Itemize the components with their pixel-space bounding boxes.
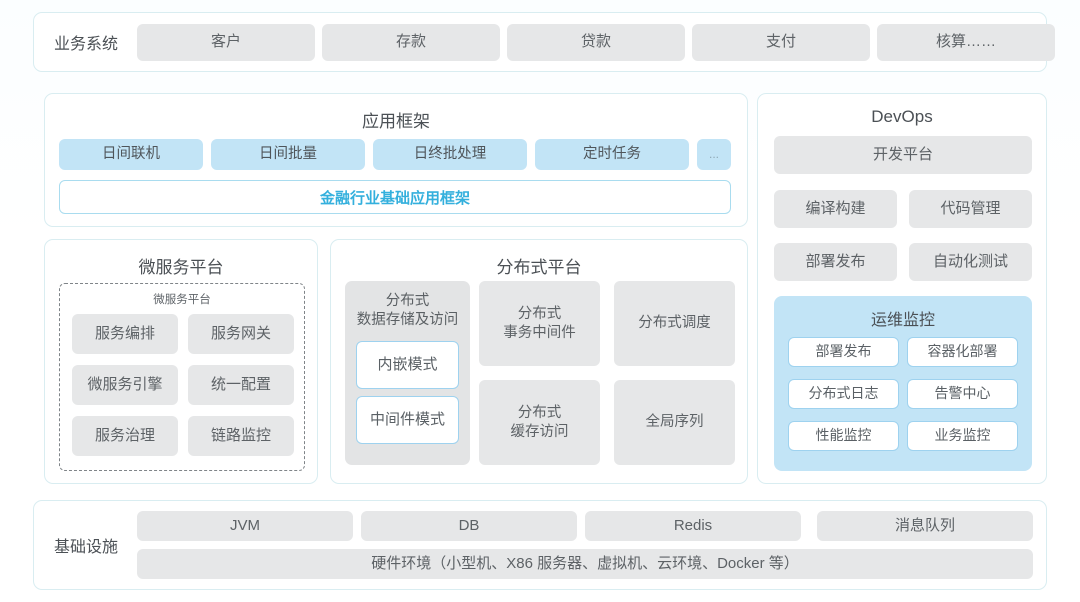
- infrastructure-item-redis[interactable]: Redis: [585, 511, 801, 541]
- ops-monitoring-title: 运维监控: [870, 312, 935, 329]
- distributed-transaction-middleware[interactable]: 分布式 事务中间件: [479, 281, 600, 366]
- devops-item-automated-test[interactable]: 自动化测试: [909, 243, 1032, 281]
- business-item-customer[interactable]: 客户: [137, 24, 315, 61]
- microservice-item-engine[interactable]: 微服务引擎: [72, 365, 178, 405]
- app-framework-chip-daytime-batch[interactable]: 日间批量: [211, 139, 365, 170]
- distributed-cache-access[interactable]: 分布式 缓存访问: [479, 380, 600, 465]
- microservice-item-governance[interactable]: 服务治理: [72, 416, 178, 456]
- distributed-data-storage-card[interactable]: 分布式 数据存储及访问 内嵌模式 中间件模式: [345, 281, 470, 465]
- microservice-platform-panel: 微服务平台 微服务平台 服务编排 服务网关 微服务引擎 统一配置 服务治理 链路…: [44, 239, 318, 484]
- infrastructure-item-db[interactable]: DB: [361, 511, 577, 541]
- distributed-mode-middleware[interactable]: 中间件模式: [356, 396, 459, 444]
- infrastructure-item-message-queue[interactable]: 消息队列: [817, 511, 1033, 541]
- distributed-data-storage-title: 分布式 数据存储及访问: [345, 292, 470, 330]
- distributed-data-storage-title-line1: 分布式: [385, 293, 430, 309]
- devops-item-build[interactable]: 编译构建: [774, 190, 897, 228]
- microservice-inner-title: 微服务平台: [153, 294, 211, 306]
- distributed-scheduling[interactable]: 分布式调度: [614, 281, 735, 366]
- microservice-item-unified-config[interactable]: 统一配置: [188, 365, 294, 405]
- distributed-global-sequence[interactable]: 全局序列: [614, 380, 735, 465]
- business-item-accounting[interactable]: 核算……: [877, 24, 1055, 61]
- distributed-tx-line2: 事务中间件: [503, 324, 576, 341]
- microservice-inner-dashed-box: 微服务平台 服务编排 服务网关 微服务引擎 统一配置 服务治理 链路监控: [59, 283, 305, 471]
- infrastructure-hardware-environment[interactable]: 硬件环境（小型机、X86 服务器、虚拟机、云环境、Docker 等）: [137, 549, 1033, 579]
- devops-panel: DevOps 开发平台 编译构建 代码管理 部署发布 自动化测试 运维监控 部署…: [757, 93, 1047, 484]
- financial-base-framework-box[interactable]: 金融行业基础应用框架: [59, 180, 731, 214]
- app-framework-chip-daytime-online[interactable]: 日间联机: [59, 139, 203, 170]
- devops-title: DevOps: [871, 107, 933, 126]
- app-framework-chip-eod-batch[interactable]: 日终批处理: [373, 139, 527, 170]
- distributed-mode-embedded[interactable]: 内嵌模式: [356, 341, 459, 389]
- distributed-cache-line2: 缓存访问: [510, 423, 569, 440]
- app-framework-chip-scheduled-task[interactable]: 定时任务: [535, 139, 689, 170]
- distributed-platform-panel: 分布式平台 分布式 数据存储及访问 内嵌模式 中间件模式 分布式 事务中间件 分…: [330, 239, 748, 484]
- ops-item-deploy-release[interactable]: 部署发布: [788, 337, 899, 367]
- business-systems-label: 业务系统: [53, 36, 118, 53]
- application-framework-panel: 应用框架 日间联机 日间批量 日终批处理 定时任务 ... 金融行业基础应用框架: [44, 93, 748, 227]
- microservice-platform-title: 微服务平台: [138, 258, 224, 277]
- devops-dev-platform[interactable]: 开发平台: [774, 136, 1032, 174]
- application-framework-title: 应用框架: [362, 112, 430, 131]
- distributed-data-storage-title-line2: 数据存储及访问: [356, 311, 459, 328]
- microservice-item-trace-monitor[interactable]: 链路监控: [188, 416, 294, 456]
- ops-item-alert-center[interactable]: 告警中心: [907, 379, 1018, 409]
- business-item-payment[interactable]: 支付: [692, 24, 870, 61]
- distributed-tx-line1: 分布式: [517, 306, 562, 323]
- microservice-item-orchestration[interactable]: 服务编排: [72, 314, 178, 354]
- ops-item-container-deploy[interactable]: 容器化部署: [907, 337, 1018, 367]
- distributed-platform-title: 分布式平台: [496, 258, 582, 277]
- infrastructure-item-jvm[interactable]: JVM: [137, 511, 353, 541]
- ops-item-business-monitor[interactable]: 业务监控: [907, 421, 1018, 451]
- ops-monitoring-box: 运维监控 部署发布 容器化部署 分布式日志 告警中心 性能监控 业务监控: [774, 296, 1032, 471]
- devops-item-code-management[interactable]: 代码管理: [909, 190, 1032, 228]
- microservice-item-gateway[interactable]: 服务网关: [188, 314, 294, 354]
- business-item-loan[interactable]: 贷款: [507, 24, 685, 61]
- infrastructure-label: 基础设施: [53, 539, 118, 556]
- devops-item-deploy-release[interactable]: 部署发布: [774, 243, 897, 281]
- ops-item-performance-monitor[interactable]: 性能监控: [788, 421, 899, 451]
- ops-item-distributed-log[interactable]: 分布式日志: [788, 379, 899, 409]
- app-framework-chip-more[interactable]: ...: [697, 139, 731, 170]
- business-item-deposit[interactable]: 存款: [322, 24, 500, 61]
- business-systems-panel: 业务系统 客户 存款 贷款 支付 核算……: [33, 12, 1055, 72]
- infrastructure-panel: 基础设施 JVM DB Redis 消息队列 硬件环境（小型机、X86 服务器、…: [33, 500, 1047, 590]
- distributed-cache-line1: 分布式: [517, 405, 562, 422]
